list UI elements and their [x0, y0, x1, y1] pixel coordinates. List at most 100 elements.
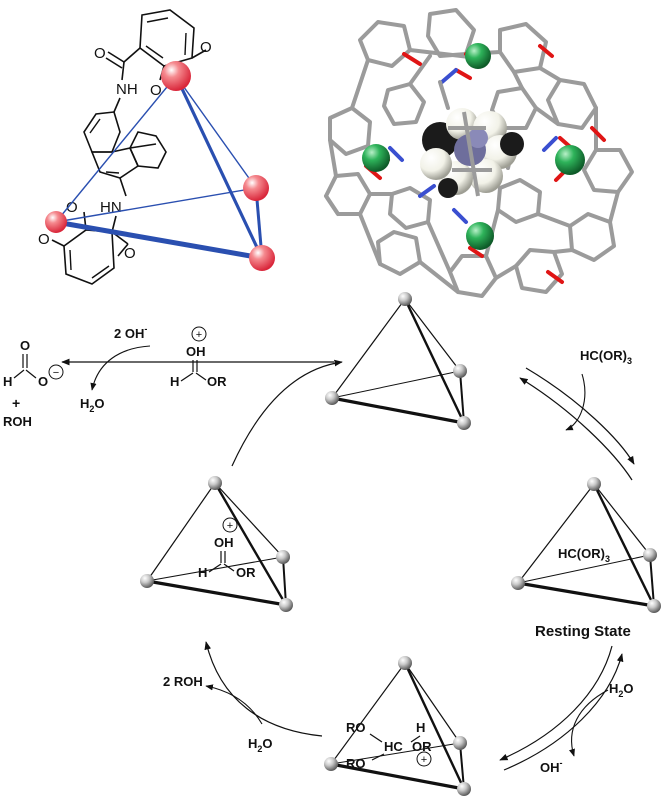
atom-label: O	[94, 45, 106, 62]
guest-space-filling-model	[420, 108, 524, 198]
atom-label: NH	[116, 81, 138, 98]
bond	[51, 239, 65, 247]
vertex-sphere	[243, 175, 269, 201]
or-group: OR	[236, 565, 256, 580]
hydroxide-product: OH-	[540, 758, 563, 775]
equilibrium-arrow-down-2	[503, 653, 624, 771]
bond	[195, 372, 207, 381]
negative-charge-sign: −	[53, 367, 59, 379]
water-reagent: H2O	[609, 681, 634, 699]
ro-group: RO	[346, 756, 366, 771]
atom-label: O	[150, 82, 162, 99]
roh-product: ROH	[3, 414, 32, 429]
ring-double-bond	[91, 265, 110, 279]
hemiacetal-intermediate: RO H HC OR RO +	[346, 720, 432, 771]
bond	[371, 753, 385, 761]
bond	[25, 369, 37, 379]
orthoformate-in-curve	[565, 373, 586, 431]
equilibrium-arrow-down-1	[499, 645, 613, 761]
bond	[113, 97, 121, 113]
bond	[369, 733, 383, 743]
resting-state-label: Resting State	[535, 623, 631, 640]
tetrahedron-edge	[175, 75, 257, 189]
tetrahedron-top	[325, 292, 471, 430]
formate-oxygen-top: O	[20, 338, 30, 353]
cation-oh: OH	[186, 344, 206, 359]
carbonyl-bond	[117, 243, 129, 257]
bond	[129, 143, 157, 149]
equilibrium-arrow-back	[519, 377, 633, 481]
ligand-structure-diagram: O O O NH HN O O O	[38, 9, 275, 285]
encapsulated-orthoformate: HC(OR)3	[558, 546, 610, 564]
ring-double-bond	[184, 32, 187, 56]
naphthalene-ring-lower	[90, 147, 140, 179]
or-group: OR	[412, 739, 432, 754]
roh-release-curve	[205, 684, 263, 725]
metal-sphere	[362, 144, 390, 172]
atom-label: O	[200, 39, 212, 56]
carbonyl-bond	[105, 57, 123, 69]
metal-sphere	[466, 222, 494, 250]
water-in-curve	[569, 689, 609, 757]
carbonyl-bond	[107, 51, 125, 63]
bond	[180, 372, 194, 382]
orthoformate-reagent: HC(OR)3	[580, 348, 632, 366]
tetrahedron-bottom	[324, 656, 471, 796]
atom-label: O	[38, 231, 50, 248]
vertex-sphere	[45, 211, 67, 233]
bond	[123, 47, 141, 63]
hc-center: HC	[384, 739, 403, 754]
cation-h: H	[170, 374, 179, 389]
products-top-left: 2 OH- O H O − + ROH H2O + OH H OR	[3, 324, 227, 429]
bond	[191, 49, 207, 59]
bond	[223, 563, 235, 572]
water-product: H2O	[80, 396, 105, 414]
atom-label: O	[124, 245, 136, 262]
h-atom: H	[198, 565, 207, 580]
vertex-sphere	[249, 245, 275, 271]
ring-double-bond	[105, 171, 120, 174]
tetrahedron-left	[140, 476, 293, 612]
positive-charge-sign: +	[227, 520, 233, 532]
formate-oxygen-anion: O	[38, 374, 48, 389]
ro-group: RO	[346, 720, 366, 735]
positive-charge-icon	[191, 326, 207, 342]
cycle-arrow-up-left	[204, 641, 323, 737]
metal-sphere	[465, 43, 491, 69]
naphthalene-ring-upper	[83, 111, 121, 153]
ring-double-bond	[69, 249, 72, 271]
hydroxide-reagent: 2 OH-	[114, 324, 147, 341]
positive-charge-icon	[222, 517, 238, 533]
tetrahedron-edge	[55, 187, 257, 223]
cation-or: OR	[207, 374, 227, 389]
atom-label: O	[66, 199, 78, 216]
formate-hydrogen: H	[3, 374, 12, 389]
cycle-arrow-to-top	[231, 359, 343, 467]
tetrahedron-edge	[55, 219, 263, 261]
bond	[119, 177, 127, 197]
bond	[410, 735, 421, 743]
bond	[208, 563, 222, 573]
h-atom: H	[416, 720, 425, 735]
ring-double-bond	[146, 17, 169, 23]
water-label-bottom-left: H2O	[248, 736, 273, 754]
positive-charge-icon	[416, 751, 432, 767]
ring-double-bond	[89, 118, 101, 134]
cycle-arrows	[61, 345, 635, 771]
tetrahedron-resting-state	[511, 477, 661, 613]
roh-product-label: 2 ROH	[163, 674, 203, 689]
tetrahedron-edge	[174, 75, 264, 259]
catechol-ring-bottom	[63, 229, 115, 285]
bond	[13, 369, 25, 379]
naphthalene-ring-right	[129, 131, 167, 169]
crystal-structure-render	[324, 8, 634, 298]
encapsulated-protonated-ester: + OH H OR	[198, 517, 256, 580]
equilibrium-arrow-forward	[525, 367, 635, 465]
ring-double-bond	[145, 45, 164, 59]
positive-charge-sign: +	[196, 329, 202, 341]
positive-charge-sign: +	[421, 754, 427, 766]
bond	[111, 215, 117, 233]
tetrahedron-edge	[55, 75, 177, 223]
bond	[121, 61, 125, 81]
